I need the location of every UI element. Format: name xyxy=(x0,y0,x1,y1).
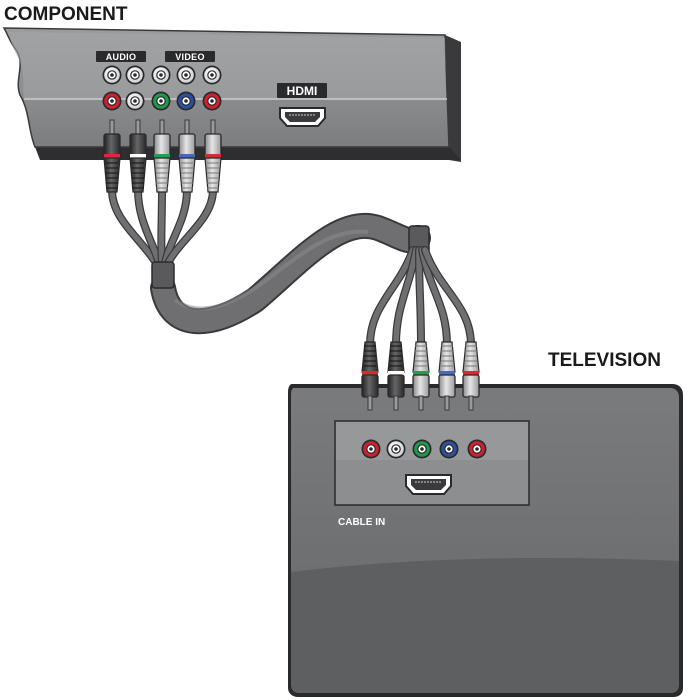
rca-jack-icon xyxy=(439,439,459,459)
hdmi-port-icon xyxy=(405,474,452,495)
rca-jack-icon xyxy=(151,91,171,111)
component-device: AUDIO VIDEO HDMI xyxy=(2,27,461,162)
rca-plug-icon xyxy=(153,119,171,193)
audio-label: AUDIO xyxy=(106,52,137,62)
hdmi-tag xyxy=(277,83,327,98)
rca-plug-icon xyxy=(129,119,147,193)
component-cable-bundle xyxy=(108,186,475,349)
audio-tag xyxy=(96,51,146,62)
rca-jack-icon xyxy=(467,439,487,459)
rca-jack-icon xyxy=(202,91,222,111)
hdmi-port-icon xyxy=(279,107,326,127)
television-device: CABLE IN xyxy=(288,384,683,697)
rca-jack-icon xyxy=(386,439,406,459)
component-side-plugs xyxy=(103,119,222,193)
rca-jack-icon xyxy=(125,91,145,111)
rca-plug-icon xyxy=(462,341,480,411)
rca-jack-icon xyxy=(102,91,122,111)
rca-jack-icon xyxy=(176,91,196,111)
rca-plug-icon xyxy=(412,341,430,411)
rca-plug-icon xyxy=(438,341,456,411)
rca-plug-icon xyxy=(361,341,379,411)
video-tag xyxy=(165,51,215,62)
component-jack-panel xyxy=(102,65,222,111)
video-label: VIDEO xyxy=(175,52,205,62)
rca-jack-icon xyxy=(151,65,171,85)
tv-jack-row xyxy=(361,439,487,459)
cable-in-label: CABLE IN xyxy=(338,517,385,528)
rca-plug-icon xyxy=(103,119,121,193)
rca-jack-icon xyxy=(125,65,145,85)
rca-jack-icon xyxy=(176,65,196,85)
rca-jack-icon xyxy=(102,65,122,85)
rca-plug-icon xyxy=(387,341,405,411)
television-title: TELEVISION xyxy=(548,350,661,371)
rca-jack-icon xyxy=(412,439,432,459)
tv-side-plugs xyxy=(361,341,480,411)
rca-plug-icon xyxy=(178,119,196,193)
rca-jack-icon xyxy=(202,65,222,85)
component-title: COMPONENT xyxy=(4,4,128,25)
hdmi-label: HDMI xyxy=(287,84,318,98)
rca-plug-icon xyxy=(204,119,222,193)
rca-jack-icon xyxy=(361,439,381,459)
